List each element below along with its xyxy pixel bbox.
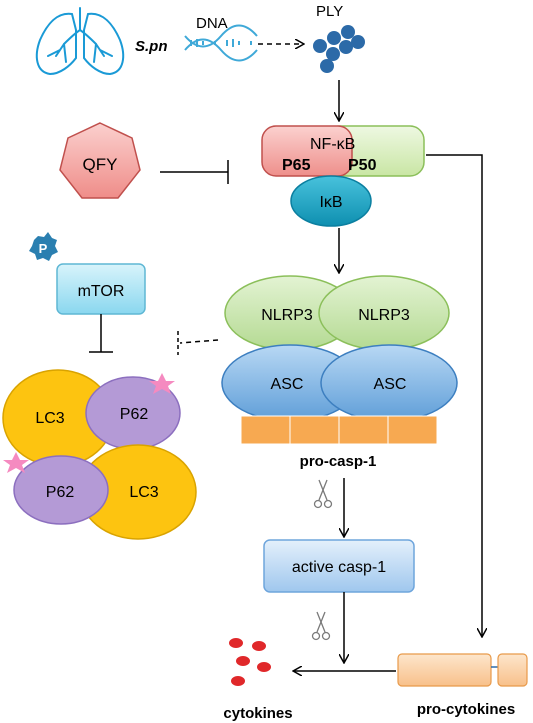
lc3-bottom-label: LC3 [129, 484, 158, 501]
asc-left-label: ASC [271, 376, 304, 393]
p62-bottom-label: P62 [46, 484, 75, 501]
procytokine-segment-right [497, 653, 528, 687]
ply-label: PLY [316, 3, 343, 20]
lungs-icon [35, 7, 125, 76]
nfkb-label: NF-κB [310, 136, 355, 153]
nlrp3-right-label: NLRP3 [358, 307, 410, 324]
spn-label: S.pn [135, 38, 168, 55]
phospho-badge [29, 232, 58, 261]
nlrp3-left-label: NLRP3 [261, 307, 313, 324]
lc3-top-label: LC3 [35, 410, 64, 427]
asc-right-label: ASC [374, 376, 407, 393]
dna-helix-icon [184, 24, 258, 62]
active-casp1-box [263, 539, 415, 593]
scissors-icon [311, 611, 331, 641]
phospho-label: P [39, 241, 48, 256]
mtor-label: mTOR [78, 283, 125, 300]
active-casp1-label: active casp-1 [292, 559, 386, 576]
pro-casp1-block [240, 415, 438, 445]
procytokine-segment-left [397, 653, 492, 687]
ubiquitin-star-icon [149, 373, 175, 394]
ubiquitin-star-icon [3, 452, 29, 473]
p62-top-label: P62 [120, 406, 149, 423]
p65-subunit [261, 125, 353, 177]
qfy-label: QFY [83, 155, 118, 174]
procytokines-label: pro-cytokines [417, 701, 515, 718]
scissors-icon [313, 479, 333, 509]
ikb-protein [290, 175, 372, 227]
pro-casp1-label: pro-casp-1 [300, 453, 377, 470]
qfy-heptagon [59, 122, 141, 199]
cytokines-label: cytokines [223, 705, 292, 722]
p65-label: P65 [282, 157, 311, 174]
ikb-label: IκB [319, 194, 342, 211]
nfkb-to-procytokines-arrow [426, 154, 482, 636]
autophagy-inhibit-dash [179, 339, 219, 344]
p62-bottom [13, 455, 109, 525]
dna-label: DNA [196, 15, 228, 32]
ply-particles [313, 25, 365, 73]
p50-label: P50 [348, 157, 377, 174]
cytokine-particles [229, 638, 271, 686]
